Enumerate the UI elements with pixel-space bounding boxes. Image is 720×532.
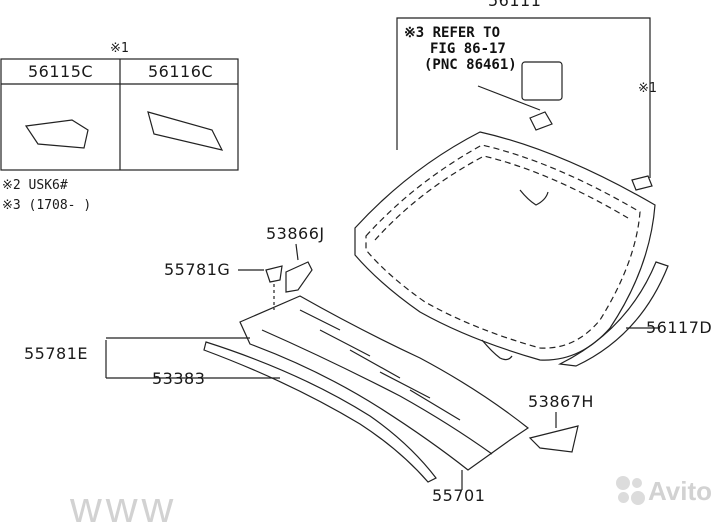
refer-line-3: (PNC 86461): [424, 57, 517, 73]
inset-note: ※1: [110, 41, 129, 56]
mirror-mount: [521, 61, 563, 101]
part-label-56111[interactable]: 56111: [488, 0, 542, 10]
refer-line-2: FIG 86-17: [430, 41, 506, 57]
windshield-inner: [365, 144, 641, 349]
windshield-cable: [519, 189, 549, 206]
diagram-lineart: [0, 17, 669, 490]
cowl-panel: [239, 295, 530, 471]
cowl-slots: [299, 309, 461, 421]
cover-53867H: [528, 425, 579, 453]
inset-part-56115C: [24, 119, 89, 149]
sensor-clip: [631, 175, 653, 191]
note-usk6: ※2 USK6#: [2, 178, 68, 193]
note-star1-right: ※1: [638, 81, 657, 96]
inset-part-56116C: [147, 111, 224, 151]
windshield-inner-dash2: [374, 155, 629, 241]
leader-refer: [477, 85, 541, 111]
part-label-56116C[interactable]: 56116C: [148, 62, 214, 81]
windshield-outline: [354, 131, 656, 361]
leader-53866J: [295, 243, 299, 261]
part-label-56117D[interactable]: 56117D: [646, 318, 713, 337]
watermark-brand: Avito: [648, 476, 713, 506]
side-moulding: [557, 261, 669, 367]
clip-55781G: [265, 265, 283, 283]
avito-logo-icon: [616, 476, 646, 506]
sensor-bracket: [529, 111, 553, 131]
watermark-url: www: [70, 483, 178, 532]
callout-56111: [396, 17, 651, 178]
note-1708: ※3 (1708- ): [2, 198, 92, 213]
part-label-53866J[interactable]: 53866J: [266, 224, 325, 243]
cowl-seal: [203, 341, 437, 483]
part-label-55781G[interactable]: 55781G: [164, 260, 231, 279]
refer-line-1: ※3 REFER TO: [404, 25, 501, 41]
part-label-53867H[interactable]: 53867H: [528, 392, 594, 411]
lower-cable: [481, 339, 513, 361]
part-label-56115C[interactable]: 56115C: [28, 62, 94, 81]
cover-53866J: [285, 261, 313, 293]
cowl-ridge: [261, 329, 493, 455]
part-label-55701[interactable]: 55701: [432, 486, 486, 505]
part-label-53383[interactable]: 53383: [152, 369, 206, 388]
part-label-55781E[interactable]: 55781E: [24, 344, 89, 363]
bracket-55781E: [105, 337, 250, 379]
